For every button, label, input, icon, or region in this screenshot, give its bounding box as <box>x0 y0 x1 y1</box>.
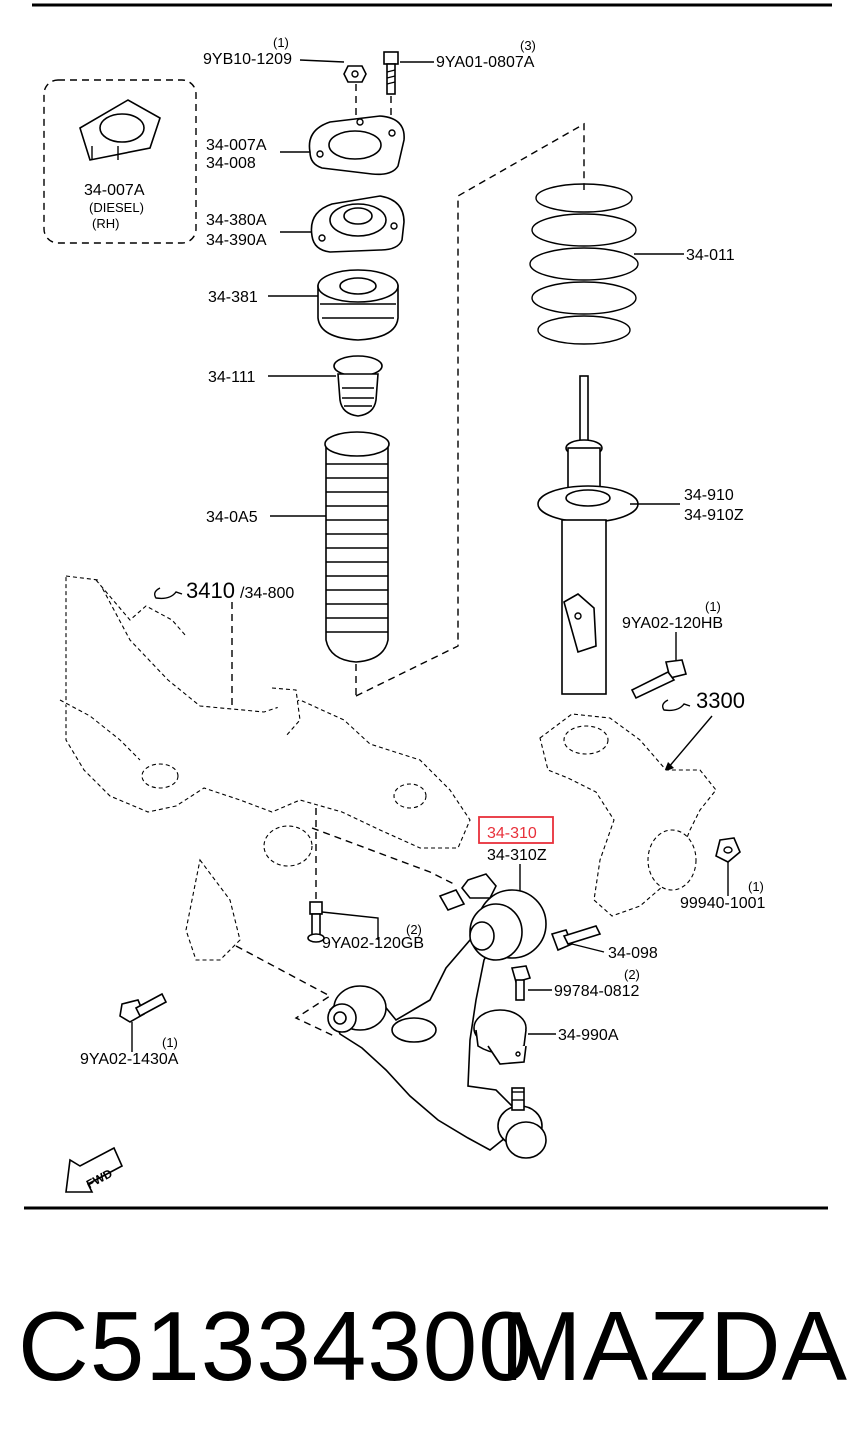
svg-text:3300: 3300 <box>696 688 745 713</box>
svg-text:/34-800: /34-800 <box>240 585 294 602</box>
inset-diesel-label: (DIESEL) <box>89 200 144 215</box>
subframe-ghost <box>59 575 471 961</box>
brand-name: MAZDA <box>500 1291 848 1401</box>
nut-top-qty: (1) <box>273 35 289 50</box>
strut-mount-label-b: 34-390A <box>206 232 267 249</box>
diesel-inset-box <box>43 79 197 244</box>
front-bushing <box>473 1009 527 1065</box>
bolt-top-number: 9YA01-0807A <box>436 54 535 71</box>
ref-subframe-callout: 3410 /34-800 <box>153 578 294 603</box>
knuckle-nut-number: 99940-1001 <box>680 895 766 912</box>
mount-plate-label-b: 34-008 <box>206 155 256 172</box>
front-bolt <box>119 992 168 1023</box>
lower-control-arm <box>327 923 517 1151</box>
front-bolt-number: 9YA02-1430A <box>80 1051 179 1068</box>
arm-bolt-label: 34-098 <box>608 945 658 962</box>
arm-bolt <box>550 925 602 952</box>
dust-boot <box>324 431 390 663</box>
part-number: C51334300 <box>18 1291 534 1401</box>
strut-mount-label-a: 34-380A <box>206 212 267 229</box>
strut-bolt-number: 9YA02-120HB <box>622 615 723 632</box>
bushing-label: 34-990A <box>558 1027 619 1044</box>
bearing-label: 34-381 <box>208 289 258 306</box>
knuckle-ghost <box>539 713 717 917</box>
strut-assembly <box>537 375 639 695</box>
subframe-bolt-number: 9YA02-120GB <box>322 935 424 952</box>
bushing-bolt <box>510 965 532 1001</box>
top-nut <box>343 65 367 83</box>
svg-text:3410: 3410 <box>186 578 235 603</box>
ball-joint <box>497 1087 547 1159</box>
arm-label-b: 34-310Z <box>487 847 547 864</box>
bushing-bolt-number: 99784-0812 <box>554 983 640 1000</box>
inset-part-label: 34-007A <box>84 182 145 199</box>
top-bolt <box>383 51 399 95</box>
subframe-bolt <box>307 901 325 943</box>
bushing-bolt-qty: (2) <box>624 967 640 982</box>
strut-mount <box>310 195 405 253</box>
strut-bolt <box>630 659 687 700</box>
arm-highlight-box[interactable] <box>478 816 554 844</box>
subframe-bolt-qty: (2) <box>406 922 422 937</box>
bump-stop <box>333 355 383 417</box>
knuckle-nut <box>715 837 741 863</box>
knuckle-nut-qty: (1) <box>748 879 764 894</box>
ref-knuckle-callout: 3300 <box>661 688 745 713</box>
rear-arm-bushing <box>438 873 547 961</box>
coil-spring <box>529 183 639 345</box>
spring-label: 34-011 <box>686 247 735 264</box>
mount-plate <box>308 115 405 176</box>
nut-top-number: 9YB10-1209 <box>203 51 292 68</box>
mount-plate-label-a: 34-007A <box>206 137 267 154</box>
forward-arrow-icon: FWD <box>65 1146 124 1193</box>
inset-mount-plate <box>79 99 161 161</box>
strut-label-a: 34-910 <box>684 487 734 504</box>
arm-highlight-label: 34-310 <box>487 825 537 842</box>
front-bolt-qty: (1) <box>162 1035 178 1050</box>
strut-label-b: 34-910Z <box>684 507 744 524</box>
dust-boot-label: 34-0A5 <box>206 509 258 526</box>
bump-stop-label: 34-111 <box>208 369 256 386</box>
bolt-top-qty: (3) <box>520 38 536 53</box>
mount-bearing <box>317 269 399 341</box>
inset-rh-label: (RH) <box>92 216 119 231</box>
strut-bolt-qty: (1) <box>705 599 721 614</box>
